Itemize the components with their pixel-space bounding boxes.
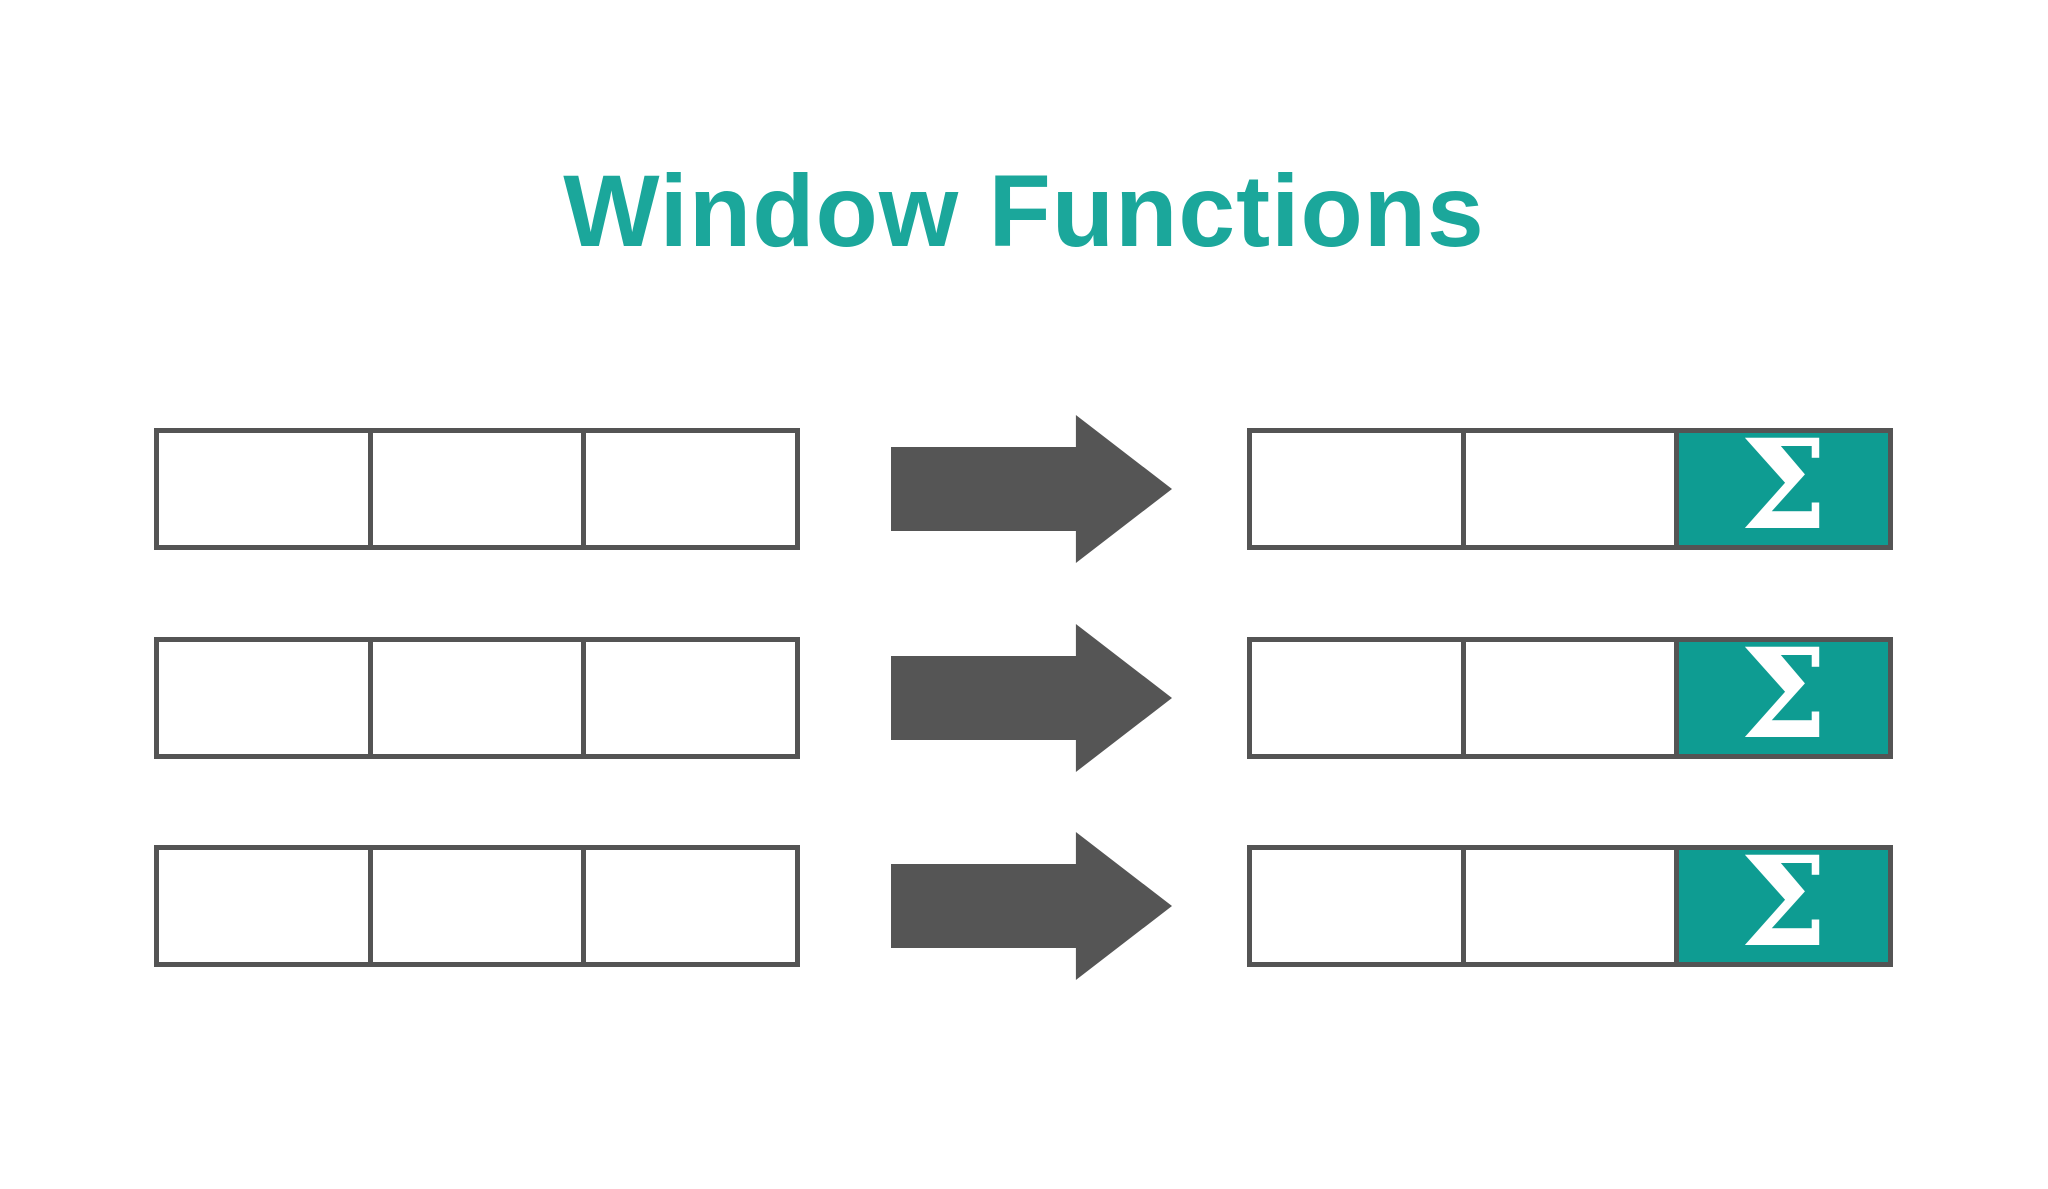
table-cell xyxy=(586,850,796,962)
sigma-cell: Σ xyxy=(1679,633,1889,757)
table-cell xyxy=(1465,642,1680,754)
source-table xyxy=(154,845,800,967)
table-cell xyxy=(1465,850,1680,962)
table-cell xyxy=(372,433,587,545)
table-cell xyxy=(1252,433,1466,545)
sigma-symbol: Σ xyxy=(1739,622,1828,767)
page-title: Window Functions xyxy=(563,154,1485,268)
source-table xyxy=(154,637,800,759)
result-table: Σ xyxy=(1247,633,1893,759)
right-arrow-icon xyxy=(891,832,1172,980)
table-cell xyxy=(586,642,796,754)
result-table: Σ xyxy=(1247,841,1893,967)
diagram-row: Σ xyxy=(0,415,2048,563)
table-cell xyxy=(372,642,587,754)
sigma-symbol: Σ xyxy=(1739,413,1828,558)
table-cell xyxy=(1252,850,1466,962)
sigma-cell: Σ xyxy=(1679,841,1889,965)
table-cell xyxy=(586,433,796,545)
result-table: Σ xyxy=(1247,424,1893,550)
table-cell xyxy=(1252,642,1466,754)
sigma-cell: Σ xyxy=(1679,424,1889,548)
table-cell xyxy=(1465,433,1680,545)
table-cell xyxy=(372,850,587,962)
table-cell xyxy=(159,433,373,545)
diagram-row: Σ xyxy=(0,624,2048,772)
table-cell xyxy=(159,642,373,754)
table-cell xyxy=(159,850,373,962)
sigma-symbol: Σ xyxy=(1739,830,1828,975)
diagram-row: Σ xyxy=(0,832,2048,980)
right-arrow-icon xyxy=(891,624,1172,772)
source-table xyxy=(154,428,800,550)
right-arrow-icon xyxy=(891,415,1172,563)
